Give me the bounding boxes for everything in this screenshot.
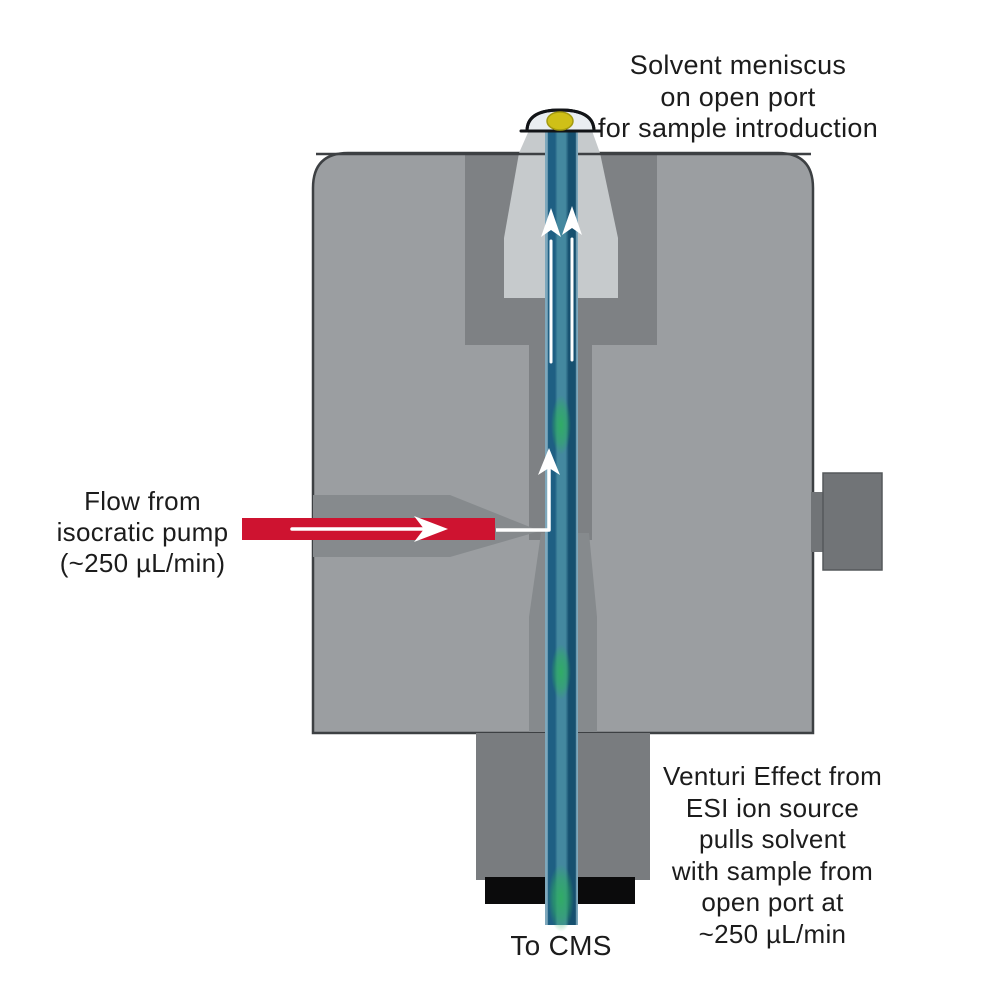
- junction-elbow-arrow-shaft: [496, 458, 551, 532]
- sample-plug-upper: [551, 395, 571, 455]
- solvent-meniscus-droplet: [546, 111, 574, 131]
- sample-plug-lower: [548, 864, 574, 932]
- solvent-meniscus-label-line3: for sample introduction: [597, 113, 879, 143]
- meniscus-dome-outline: [519, 108, 602, 133]
- solvent-meniscus-label-line1: Solvent meniscus: [629, 50, 847, 80]
- pump-flow-label-line2: isocratic pump: [56, 517, 229, 547]
- mount-tab: [822, 472, 883, 571]
- venturi-effect-label-line4: with sample from: [671, 855, 874, 886]
- solvent-meniscus-label-line2: on open port: [660, 81, 816, 112]
- junction-elbow-arrow-head: [538, 448, 560, 475]
- pump-flow-label: Flow from isocratic pump (~250 µL/min): [25, 486, 260, 579]
- sample-plug-middle: [551, 644, 571, 700]
- solvent-meniscus-label: Solvent meniscus on open port for sample…: [552, 50, 924, 145]
- to-cms-label: To CMS: [460, 930, 662, 962]
- tube-up-arrow-right-head: [562, 206, 582, 235]
- venturi-effect-label: Venturi Effect from ESI ion source pulls…: [620, 761, 925, 950]
- venturi-effect-label-line5: open port at: [701, 887, 844, 917]
- venturi-effect-label-line3: pulls solvent: [699, 824, 846, 854]
- pump-flow-arrow-head: [414, 516, 448, 542]
- pump-flow-label-line3: (~250 µL/min): [59, 548, 226, 578]
- tube-up-arrow-left-head: [541, 208, 561, 237]
- pump-flow-label-line1: Flow from: [84, 486, 201, 516]
- venturi-effect-label-line1: Venturi Effect from: [662, 761, 883, 791]
- to-cms-label-text: To CMS: [510, 930, 612, 961]
- venturi-effect-label-line2: ESI ion source: [685, 792, 860, 823]
- mount-tab-connector: [811, 492, 825, 552]
- venturi-effect-label-line6: ~250 µL/min: [698, 918, 847, 949]
